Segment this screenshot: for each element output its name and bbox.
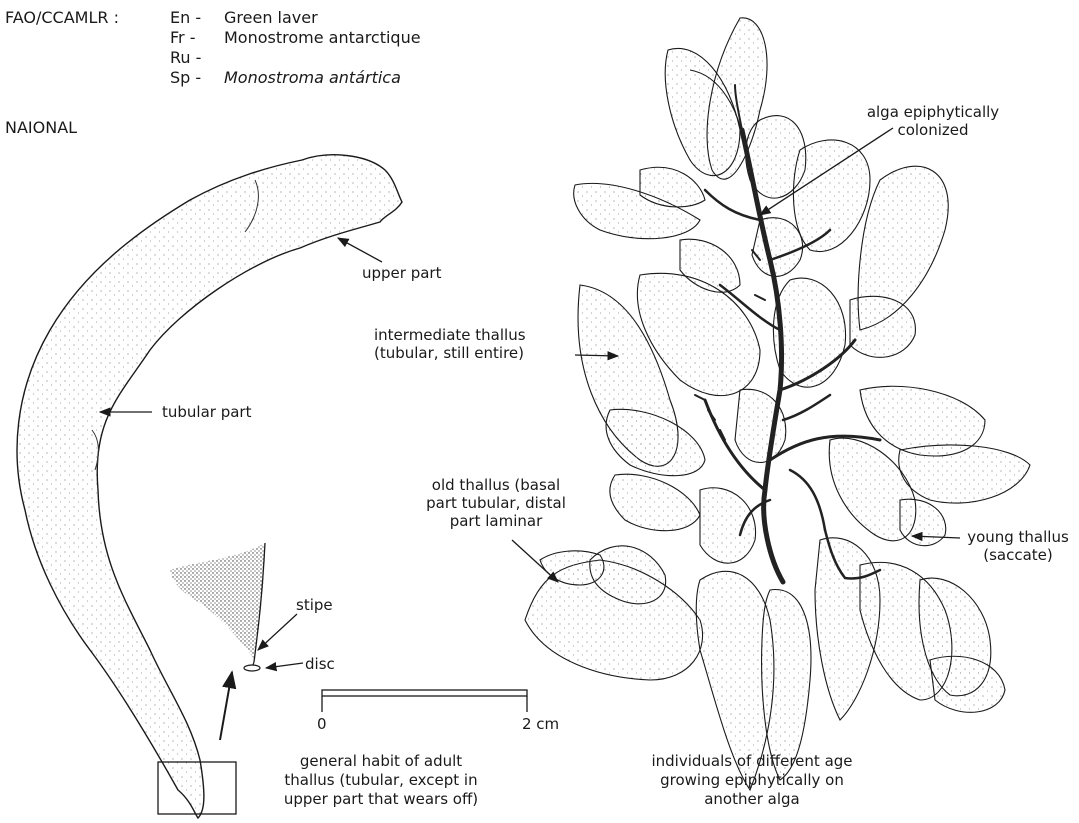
label-disc: disc [305, 655, 335, 673]
label-young-thallus: young thallus (saccate) [963, 528, 1073, 564]
label-intermediate-thallus: intermediate thallus (tubular, still ent… [374, 326, 526, 362]
label-alga-colonized-line1: alga epiphytically [842, 103, 1024, 121]
label-old-thallus-line2: part tubular, distal [412, 494, 580, 512]
caption-right-line1: individuals of different age [628, 752, 876, 771]
caption-left-line1: general habit of adult [245, 752, 517, 771]
scale-max: 2 cm [522, 715, 559, 733]
caption-left: general habit of adult thallus (tubular,… [245, 752, 517, 809]
label-alga-colonized: alga epiphytically colonized [842, 103, 1024, 139]
caption-right: individuals of different age growing epi… [628, 752, 876, 809]
disc-shape [244, 665, 260, 671]
caption-left-line2: thallus (tubular, except in [245, 771, 517, 790]
label-old-thallus-line3: part laminar [412, 512, 580, 530]
caption-right-line2: growing epiphytically on [628, 771, 876, 790]
label-upper-part: upper part [362, 264, 441, 282]
label-alga-colonized-line2: colonized [842, 121, 1024, 139]
tubular-thallus [17, 155, 402, 818]
label-old-thallus: old thallus (basal part tubular, distal … [412, 476, 580, 530]
label-intermediate-line1: intermediate thallus [374, 326, 526, 344]
scale-bar [322, 690, 527, 712]
label-young-thallus-line1: young thallus [963, 528, 1073, 546]
caption-left-line3: upper part that wears off) [245, 790, 517, 809]
label-old-thallus-line1: old thallus (basal [412, 476, 580, 494]
scale-zero: 0 [317, 715, 327, 733]
label-young-thallus-line2: (saccate) [963, 546, 1073, 564]
label-stipe: stipe [296, 596, 333, 614]
stipe-detail [170, 543, 265, 671]
caption-right-line3: another alga [628, 790, 876, 809]
label-tubular-part: tubular part [162, 403, 251, 421]
label-intermediate-line2: (tubular, still entire) [374, 344, 526, 362]
